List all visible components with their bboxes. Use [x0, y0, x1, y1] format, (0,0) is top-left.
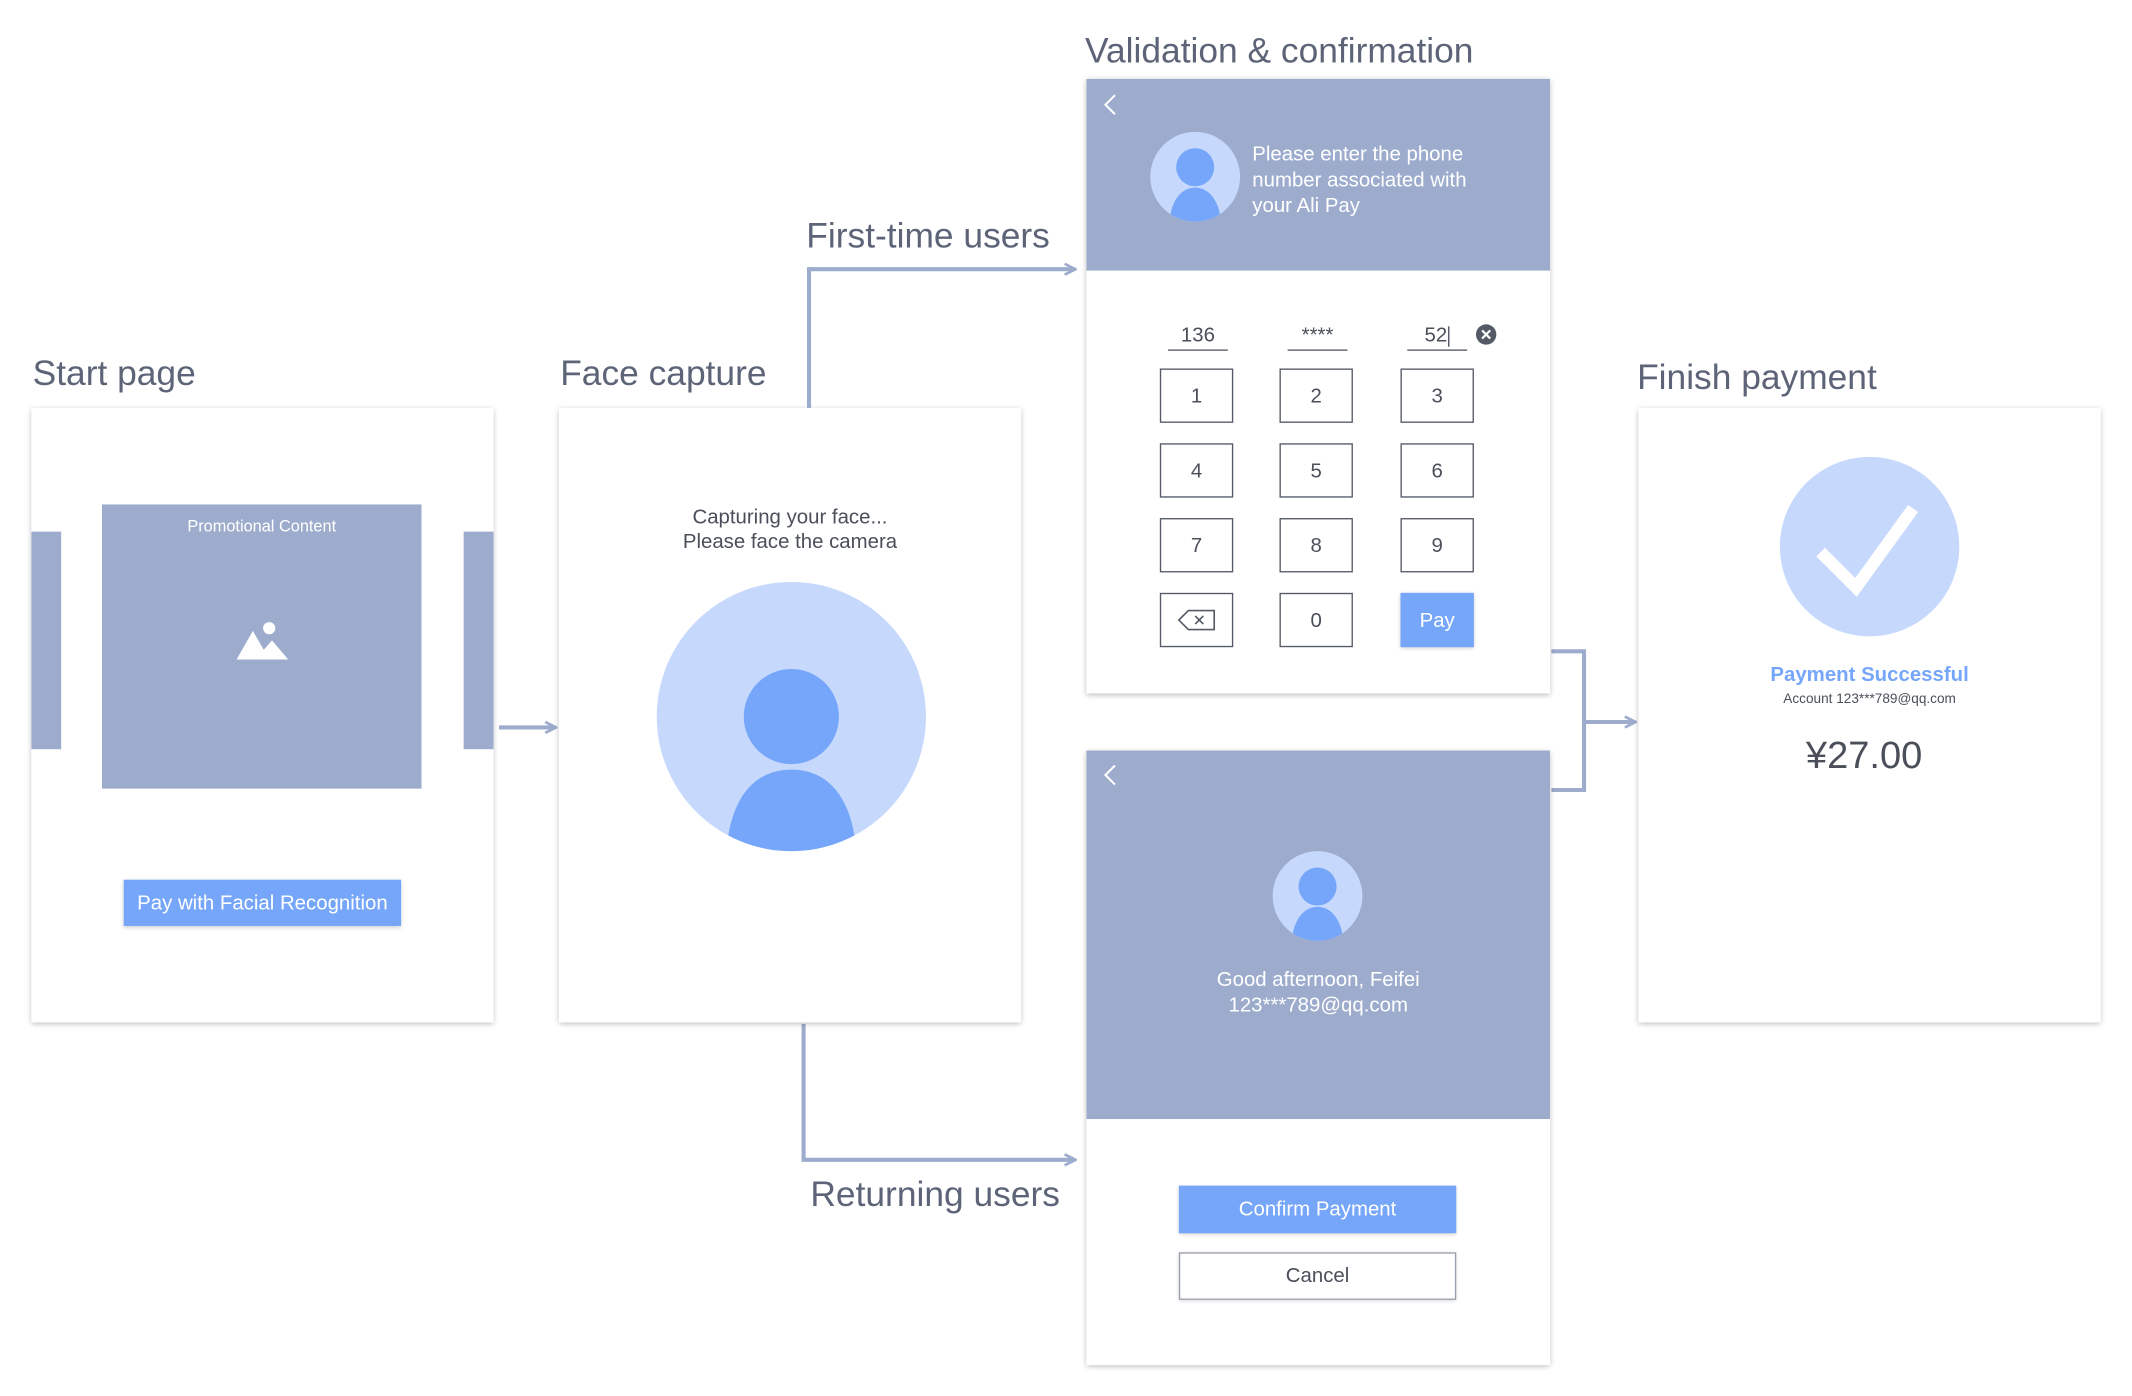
- label-start-page: Start page: [32, 352, 196, 393]
- keypad-key-5[interactable]: 5: [1279, 443, 1353, 498]
- keypad-key-6[interactable]: 6: [1400, 443, 1474, 498]
- text-cursor: [1448, 325, 1450, 347]
- phone-suffix-value: 52: [1424, 323, 1448, 347]
- arrow-returning: [801, 1023, 1075, 1160]
- capture-line-2: Please face the camera: [682, 530, 898, 554]
- validation-header: Please enter the phone number associated…: [1086, 78, 1551, 271]
- start-page-screen: Promotional Content Pay with Facial Reco…: [31, 407, 494, 1023]
- confirmation-screen: Good afternoon, Feifei 123***789@qq.com …: [1086, 750, 1551, 1366]
- carousel-prev-slide[interactable]: [31, 531, 62, 750]
- label-face-capture: Face capture: [560, 352, 767, 393]
- keypad-key-3[interactable]: 3: [1400, 368, 1474, 423]
- face-capture-screen: Capturing your face... Please face the c…: [558, 407, 1022, 1023]
- keypad-key-4[interactable]: 4: [1159, 443, 1234, 498]
- keypad-key-7[interactable]: 7: [1159, 518, 1234, 573]
- finish-payment-screen: Payment Successful Account 123***789@qq.…: [1638, 407, 2101, 1023]
- prompt-line-2: number associated with: [1252, 168, 1467, 192]
- capture-instructions: Capturing your face... Please face the c…: [559, 506, 1021, 555]
- promo-banner[interactable]: Promotional Content: [101, 504, 422, 789]
- keypad-key-9[interactable]: 9: [1400, 518, 1474, 573]
- image-icon: [236, 622, 289, 660]
- keypad-key-8[interactable]: 8: [1279, 518, 1353, 573]
- phone-field-prefix[interactable]: 136: [1167, 324, 1228, 351]
- avatar-icon: [1272, 851, 1363, 941]
- phone-field-suffix[interactable]: 52: [1407, 323, 1468, 351]
- backspace-icon: [1177, 609, 1216, 631]
- pay-button[interactable]: Pay: [1400, 592, 1474, 648]
- phone-field-masked[interactable]: ****: [1287, 324, 1348, 351]
- back-icon[interactable]: [1101, 92, 1120, 116]
- prompt-line-3: your Ali Pay: [1252, 194, 1360, 218]
- checkmark-icon: [1779, 456, 1960, 637]
- payment-status: Payment Successful: [1770, 663, 1969, 687]
- merge-bracket: [1551, 649, 1587, 793]
- user-email: 123***789@qq.com: [1228, 993, 1408, 1018]
- avatar-icon: [656, 581, 926, 852]
- user-greeting: Good afternoon, Feifei 123***789@qq.com: [1086, 967, 1550, 1019]
- promo-label: Promotional Content: [187, 516, 337, 536]
- clear-icon[interactable]: [1475, 324, 1497, 346]
- payment-amount: ¥27.00: [1805, 734, 1923, 777]
- label-first-time-users: First-time users: [806, 214, 1050, 256]
- keypad-key-1[interactable]: 1: [1159, 368, 1234, 423]
- greeting-text: Good afternoon, Feifei: [1216, 968, 1420, 992]
- prompt-line-1: Please enter the phone: [1252, 142, 1464, 166]
- pay-facial-recognition-button[interactable]: Pay with Facial Recognition: [123, 879, 402, 926]
- carousel-next-slide[interactable]: [463, 531, 494, 750]
- cancel-button[interactable]: Cancel: [1178, 1252, 1457, 1300]
- confirmation-header: Good afternoon, Feifei 123***789@qq.com: [1086, 750, 1551, 1120]
- account-info: Account 123***789@qq.com: [1783, 692, 1956, 708]
- phone-prompt: Please enter the phone number associated…: [1252, 141, 1538, 219]
- keypad-key-2[interactable]: 2: [1279, 368, 1353, 423]
- back-icon[interactable]: [1101, 763, 1120, 787]
- avatar-icon: [1150, 131, 1241, 222]
- keypad-backspace[interactable]: [1159, 592, 1234, 648]
- capture-line-1: Capturing your face...: [692, 505, 888, 529]
- keypad-key-0[interactable]: 0: [1279, 592, 1353, 648]
- label-finish-payment: Finish payment: [1637, 356, 1877, 398]
- label-validation: Validation & confirmation: [1085, 29, 1474, 71]
- validation-screen: Please enter the phone number associated…: [1086, 78, 1551, 694]
- confirm-payment-button[interactable]: Confirm Payment: [1178, 1185, 1457, 1234]
- arrow-first-time: [806, 269, 1074, 408]
- label-returning-users: Returning users: [810, 1173, 1060, 1215]
